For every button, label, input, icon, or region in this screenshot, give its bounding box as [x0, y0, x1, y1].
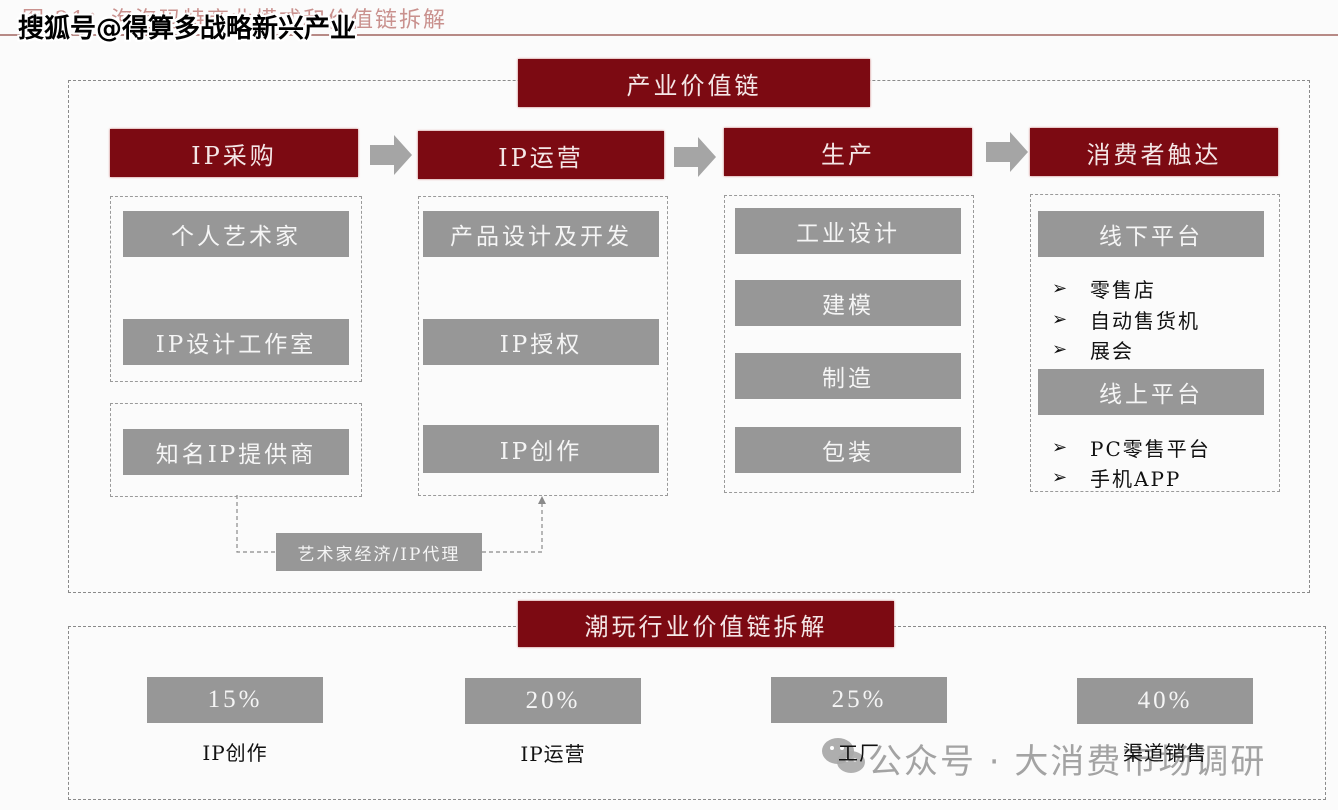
bullet-exhibition: ➢ 展会 [1052, 335, 1134, 364]
bullet-arrow-icon: ➢ [1052, 437, 1070, 458]
share-ip-operation: 20% [465, 678, 641, 724]
item-packaging: 包装 [735, 427, 961, 473]
bullet-arrow-icon: ➢ [1052, 278, 1070, 299]
item-manufacturing: 制造 [735, 353, 961, 399]
item-ip-licensing: IP授权 [423, 319, 659, 365]
bullet-mobile-app: ➢ 手机APP [1052, 463, 1181, 492]
arrow-right-icon [370, 135, 412, 175]
section-online-platform: 线上平台 [1038, 369, 1264, 415]
stage-production: 生产 [724, 128, 972, 176]
item-product-design: 产品设计及开发 [423, 211, 659, 257]
ip-purchase-group-2 [110, 403, 362, 497]
consumer-reach-group [1030, 194, 1280, 492]
item-ip-design-studio: IP设计工作室 [123, 319, 349, 365]
item-industrial-design: 工业设计 [735, 208, 961, 254]
title-divider [0, 34, 1338, 36]
bullet-arrow-icon: ➢ [1052, 467, 1070, 488]
bullet-arrow-icon: ➢ [1052, 339, 1070, 360]
share-ip-creation: 15% [147, 677, 323, 723]
connector-label: 艺术家经济/IP代理 [276, 533, 482, 571]
breakdown-title: 潮玩行业价值链拆解 [518, 601, 894, 647]
section-offline-platform: 线下平台 [1038, 211, 1264, 257]
bullet-pc-retail: ➢ PC零售平台 [1052, 433, 1211, 462]
arrow-right-icon [674, 137, 716, 177]
bullet-vending-machine: ➢ 自动售货机 [1052, 305, 1200, 334]
wechat-icon [822, 738, 865, 773]
value-chain-title: 产业价值链 [518, 59, 870, 107]
bullet-text: 零售店 [1090, 278, 1156, 302]
share-label-ip-creation: IP创作 [202, 741, 268, 765]
stage-ip-operation: IP运营 [418, 131, 664, 179]
share-label-channel-sales: 渠道销售 [1123, 741, 1207, 765]
figure-title: 图 21：泡泡玛特商业模式和价值链拆解 [22, 8, 447, 33]
share-factory: 25% [771, 677, 947, 723]
stage-ip-purchase: IP采购 [110, 129, 358, 177]
arrow-right-icon [986, 132, 1028, 172]
item-ip-creation: IP创作 [423, 425, 659, 473]
item-modeling: 建模 [735, 280, 961, 326]
bullet-text: 展会 [1090, 339, 1134, 363]
item-individual-artist: 个人艺术家 [123, 211, 349, 257]
ip-purchase-group-1 [110, 196, 362, 382]
share-label-ip-operation: IP运营 [520, 742, 586, 766]
connector-line [236, 495, 546, 553]
production-group [724, 195, 974, 493]
item-famous-ip-provider: 知名IP提供商 [123, 429, 349, 475]
ip-operation-group [418, 196, 668, 496]
stage-consumer-reach: 消费者触达 [1030, 128, 1278, 176]
bullet-arrow-icon: ➢ [1052, 309, 1070, 330]
bullet-text: PC零售平台 [1090, 437, 1211, 461]
bullet-retail-store: ➢ 零售店 [1052, 274, 1156, 303]
bullet-text: 自动售货机 [1090, 309, 1200, 333]
wechat-watermark: 公众号 · 大消费市场调研 [868, 742, 1267, 782]
bullet-text: 手机APP [1090, 467, 1182, 491]
share-channel-sales: 40% [1077, 678, 1253, 724]
sohu-watermark: 搜狐号@得算多战略新兴产业 [18, 14, 357, 44]
share-label-factory: 工厂 [838, 741, 880, 765]
